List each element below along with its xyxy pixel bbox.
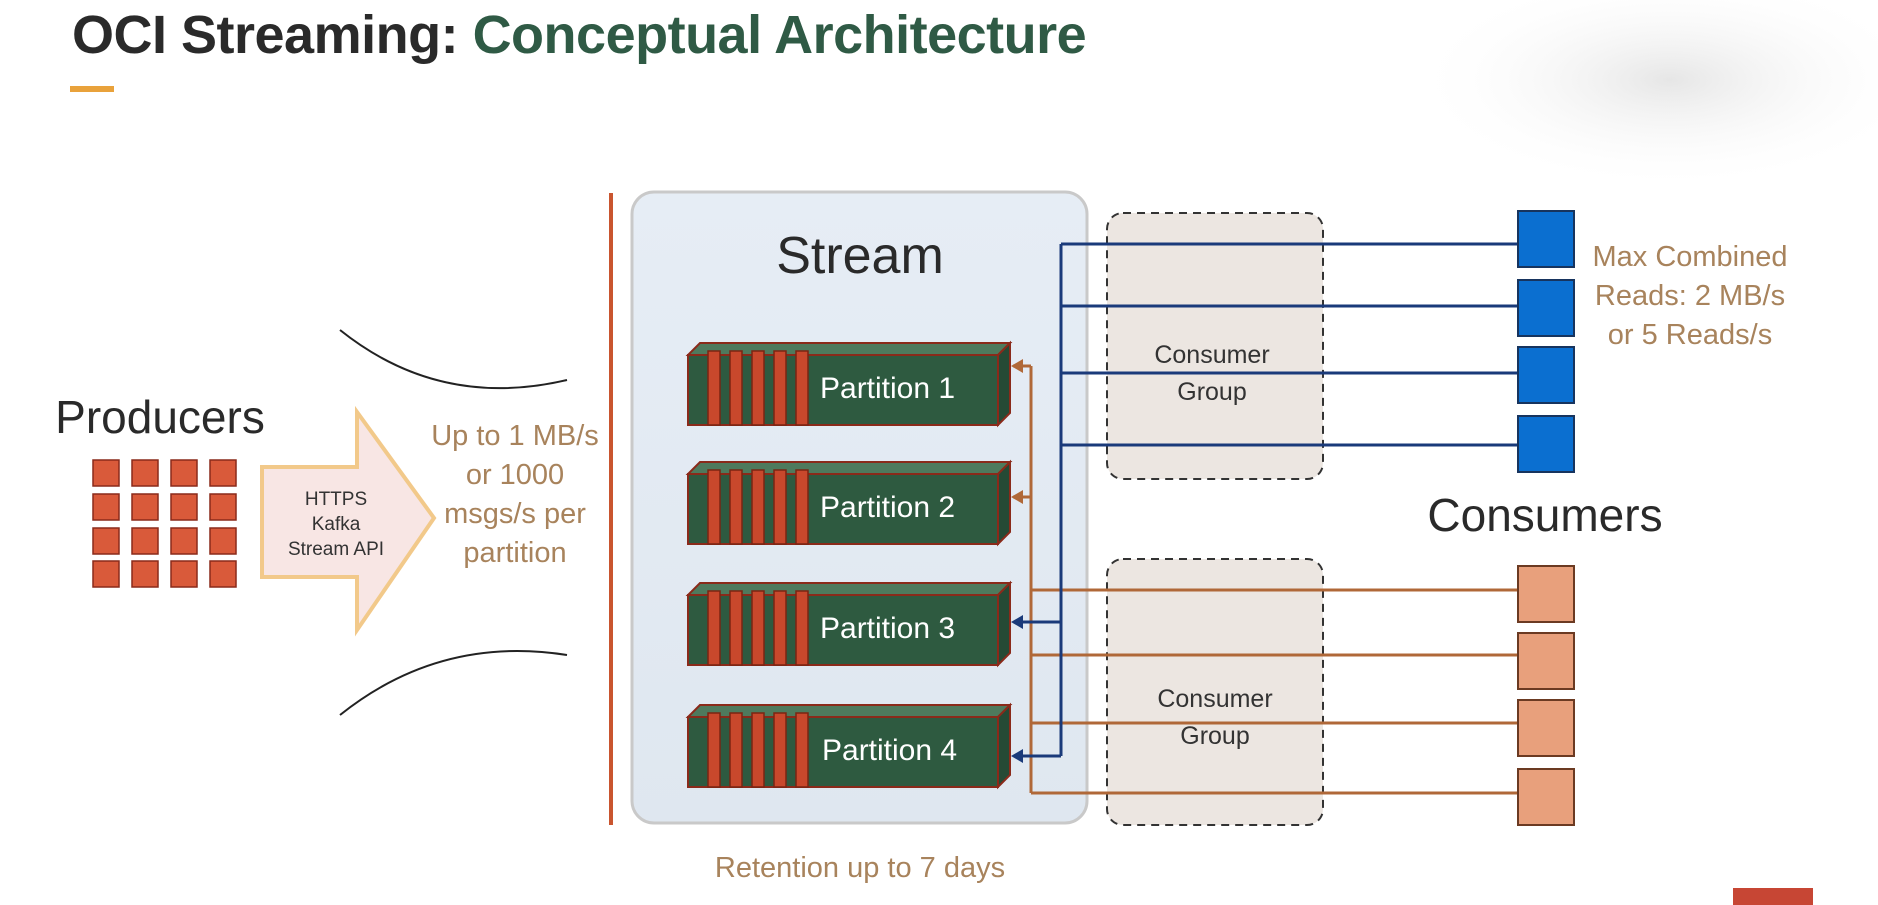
funnel-curve-top: [339, 329, 568, 390]
read-limit-label: Max Combined Reads: 2 MB/s or 5 Reads/s: [1592, 241, 1788, 351]
funnel-curve-bottom: [339, 650, 568, 716]
api-protocol-https: HTTPS: [304, 489, 368, 510]
arrowhead-partition-3: [1011, 615, 1023, 629]
title-underline: [70, 86, 114, 92]
stream-label: Stream: [776, 227, 944, 285]
consumer-group-1-line1: Consumer: [1154, 341, 1270, 369]
consumer-group-2-line2: Group: [1180, 722, 1250, 750]
consumer-group-box-1: [1106, 212, 1324, 480]
consumer-blue-squares: [1517, 210, 1575, 473]
blue-group-connectors: [1023, 242, 1518, 758]
consumer-group-label-2: Consumer Group: [1105, 681, 1325, 755]
background-watermark: [1410, 0, 1878, 190]
consumer-group-2-line1: Consumer: [1157, 685, 1273, 713]
arrowhead-partition-2: [1011, 490, 1023, 504]
consumer-group-label-1: Consumer Group: [1102, 337, 1322, 411]
page-title: OCI Streaming: Conceptual Architecture: [72, 4, 1087, 66]
arrowhead-partition-1: [1011, 359, 1023, 373]
retention-label: Retention up to 7 days: [714, 852, 1006, 884]
consumers-label: Consumers: [1427, 489, 1663, 541]
producers-label: Producers: [55, 391, 265, 443]
api-arrow: [260, 405, 437, 637]
title-prefix: OCI Streaming:: [72, 5, 473, 65]
ingest-rate-label: Up to 1 MB/s or 1000 msgs/s per partitio…: [431, 420, 599, 569]
producer-grid: [92, 459, 237, 588]
title-highlight: Conceptual Architecture: [472, 5, 1087, 65]
partition-label-1: Partition 1: [820, 372, 956, 405]
api-arrow-label: HTTPS Kafka Stream API: [262, 487, 410, 562]
arrowhead-partition-4: [1011, 749, 1023, 763]
partition-label-3: Partition 3: [820, 612, 956, 645]
consumer-peach-squares: [1517, 565, 1575, 826]
orange-group-connectors: [1013, 364, 1518, 795]
api-protocol-stream: Stream API: [287, 539, 385, 560]
partition-label-4: Partition 4: [822, 734, 958, 767]
consumer-group-box-2: [1106, 558, 1324, 826]
partition-label-2: Partition 2: [820, 491, 956, 524]
consumer-group-1-line2: Group: [1177, 378, 1247, 406]
corner-brand-block: [1733, 888, 1813, 905]
api-protocol-kafka: Kafka: [311, 514, 361, 535]
